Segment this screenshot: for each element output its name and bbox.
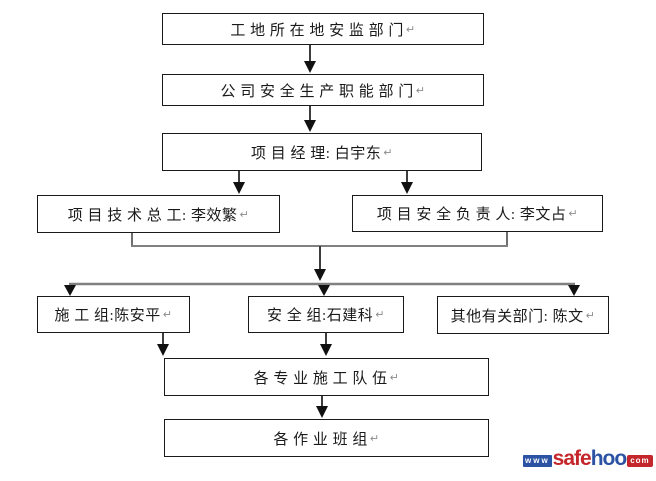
node-work-crews: 各 作 业 班 组↵ bbox=[164, 419, 489, 457]
node-site-safety-supervision-dept: 工 地 所 在 地 安 监 部 门↵ bbox=[162, 13, 484, 45]
node-label: 项 目 安 全 负 责 人: 李文占 bbox=[376, 207, 567, 223]
node-label: 工 地 所 在 地 安 监 部 门 bbox=[230, 22, 404, 39]
node-technical-chief: 项 目 技 术 总 工: 李效繁↵ bbox=[37, 195, 280, 233]
arrowhead-n2-n3 bbox=[304, 120, 316, 132]
paragraph-mark-icon: ↵ bbox=[162, 308, 173, 321]
node-label: 其他有关部门: 陈文 bbox=[450, 308, 584, 325]
paragraph-mark-icon: ↵ bbox=[585, 308, 596, 322]
paragraph-mark-icon: ↵ bbox=[369, 431, 380, 445]
arrowhead-n6-n7 bbox=[316, 406, 328, 418]
paragraph-mark-icon: ↵ bbox=[405, 22, 416, 36]
paragraph-mark-icon: ↵ bbox=[375, 308, 385, 321]
paragraph-mark-icon: ↵ bbox=[389, 370, 400, 384]
node-label: 施 工 组:陈安平 bbox=[54, 308, 161, 324]
node-company-safety-production-dept: 公 司 安 全 生 产 职 能 部 门↵ bbox=[162, 74, 484, 106]
paragraph-mark-icon: ↵ bbox=[415, 83, 426, 97]
node-other-departments: 其他有关部门: 陈文↵ bbox=[437, 296, 609, 334]
node-safety-group: 安 全 组:石建科↵ bbox=[248, 296, 404, 333]
arrowhead-n5a-n6 bbox=[157, 344, 169, 356]
center-drop-arrowhead bbox=[314, 269, 326, 281]
paragraph-mark-icon: ↵ bbox=[568, 207, 579, 220]
paragraph-mark-icon: ↵ bbox=[239, 207, 250, 221]
node-label: 各 专 业 施 工 队 伍 bbox=[253, 370, 388, 387]
arrowhead-bus-n5b bbox=[318, 285, 330, 296]
node-specialized-construction-teams: 各 专 业 施 工 队 伍↵ bbox=[164, 358, 489, 396]
arrowhead-bus-n5a bbox=[64, 285, 76, 296]
node-label: 项 目 经 理: 白宇东 bbox=[251, 145, 382, 162]
arrowhead-n3-n4l bbox=[233, 182, 245, 194]
logo-safe-text: safe bbox=[552, 447, 592, 470]
arrowhead-n5b-n6 bbox=[320, 344, 332, 356]
node-label: 公 司 安 全 生 产 职 能 部 门 bbox=[220, 83, 414, 100]
paragraph-mark-icon: ↵ bbox=[383, 145, 393, 159]
node-safety-officer: 项 目 安 全 负 责 人: 李文占↵ bbox=[352, 195, 603, 232]
arrowhead-bus-n5c bbox=[568, 285, 580, 296]
arrowhead-n1-n2 bbox=[304, 61, 316, 73]
logo-hoo-text: hoo bbox=[590, 447, 627, 470]
logo-com-block: com bbox=[627, 455, 653, 467]
node-label: 各 作 业 班 组 bbox=[273, 431, 368, 448]
node-project-manager: 项 目 经 理: 白宇东↵ bbox=[162, 133, 482, 171]
node-label: 安 全 组:石建科 bbox=[267, 308, 374, 324]
arrowhead-n3-n4r bbox=[401, 182, 413, 194]
node-construction-group: 施 工 组:陈安平↵ bbox=[37, 296, 190, 333]
logo-www-block: www bbox=[523, 455, 552, 467]
node-label: 项 目 技 术 总 工: 李效繁 bbox=[67, 207, 238, 224]
